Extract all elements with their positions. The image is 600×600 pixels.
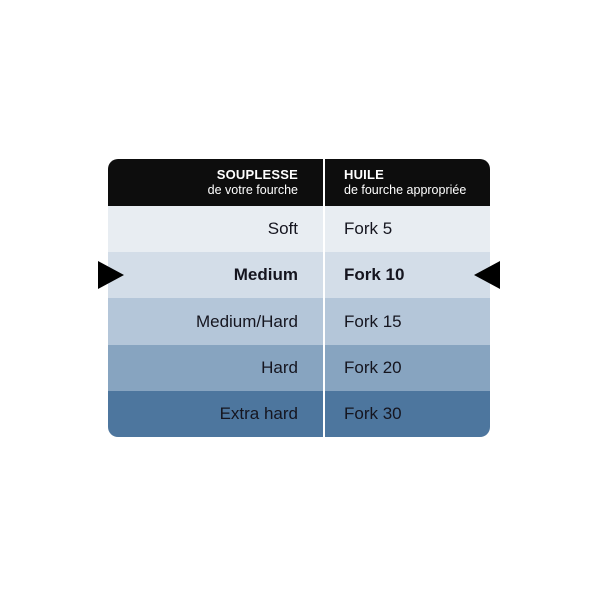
header-subtitle-huile: de fourche appropriée bbox=[344, 182, 467, 197]
cell-souplesse: Extra hard bbox=[108, 391, 323, 437]
huile-value: Fork 30 bbox=[344, 403, 402, 423]
fork-oil-table-wrap: SOUPLESSE de votre fourche HUILE de four… bbox=[98, 159, 500, 437]
table-row-medium: Medium Fork 10 bbox=[108, 252, 490, 299]
column-divider bbox=[323, 344, 325, 391]
cell-souplesse: Hard bbox=[108, 345, 323, 391]
table-row-medium-hard: Medium/Hard Fork 15 bbox=[108, 298, 490, 345]
cell-souplesse: Medium bbox=[108, 252, 323, 298]
left-pointer-arrow-icon bbox=[98, 261, 124, 289]
cell-souplesse: Medium/Hard bbox=[108, 298, 323, 344]
column-divider bbox=[323, 206, 325, 253]
cell-souplesse: Soft bbox=[108, 206, 323, 252]
table-header-row: SOUPLESSE de votre fourche HUILE de four… bbox=[108, 159, 490, 206]
cell-huile: Fork 15 bbox=[325, 298, 490, 344]
cell-huile: Fork 10 bbox=[325, 252, 490, 298]
huile-value: Fork 20 bbox=[344, 357, 402, 377]
cell-huile: Fork 5 bbox=[325, 206, 490, 252]
table-row-soft: Soft Fork 5 bbox=[108, 206, 490, 253]
huile-value: Fork 10 bbox=[344, 265, 405, 285]
header-title-souplesse: SOUPLESSE bbox=[216, 166, 298, 182]
huile-value: Fork 15 bbox=[344, 311, 402, 331]
souplesse-value: Soft bbox=[267, 219, 298, 239]
column-divider bbox=[323, 298, 325, 345]
right-pointer-arrow-icon bbox=[474, 261, 500, 289]
header-subtitle-souplesse: de votre fourche bbox=[207, 182, 298, 197]
header-title-huile: HUILE bbox=[344, 166, 384, 182]
fork-oil-table: SOUPLESSE de votre fourche HUILE de four… bbox=[108, 159, 490, 437]
huile-value: Fork 5 bbox=[344, 219, 393, 239]
column-divider bbox=[323, 390, 325, 437]
souplesse-value: Hard bbox=[261, 357, 298, 377]
cell-huile: Fork 30 bbox=[325, 391, 490, 437]
cell-huile: Fork 20 bbox=[325, 345, 490, 391]
table-row-extra-hard: Extra hard Fork 30 bbox=[108, 390, 490, 437]
souplesse-value: Medium bbox=[233, 265, 298, 285]
column-divider bbox=[323, 252, 325, 299]
column-divider bbox=[323, 159, 325, 206]
table-row-hard: Hard Fork 20 bbox=[108, 344, 490, 391]
header-cell-souplesse: SOUPLESSE de votre fourche bbox=[108, 159, 323, 206]
souplesse-value: Medium/Hard bbox=[195, 311, 298, 331]
header-cell-huile: HUILE de fourche appropriée bbox=[325, 159, 490, 206]
souplesse-value: Extra hard bbox=[219, 403, 298, 423]
